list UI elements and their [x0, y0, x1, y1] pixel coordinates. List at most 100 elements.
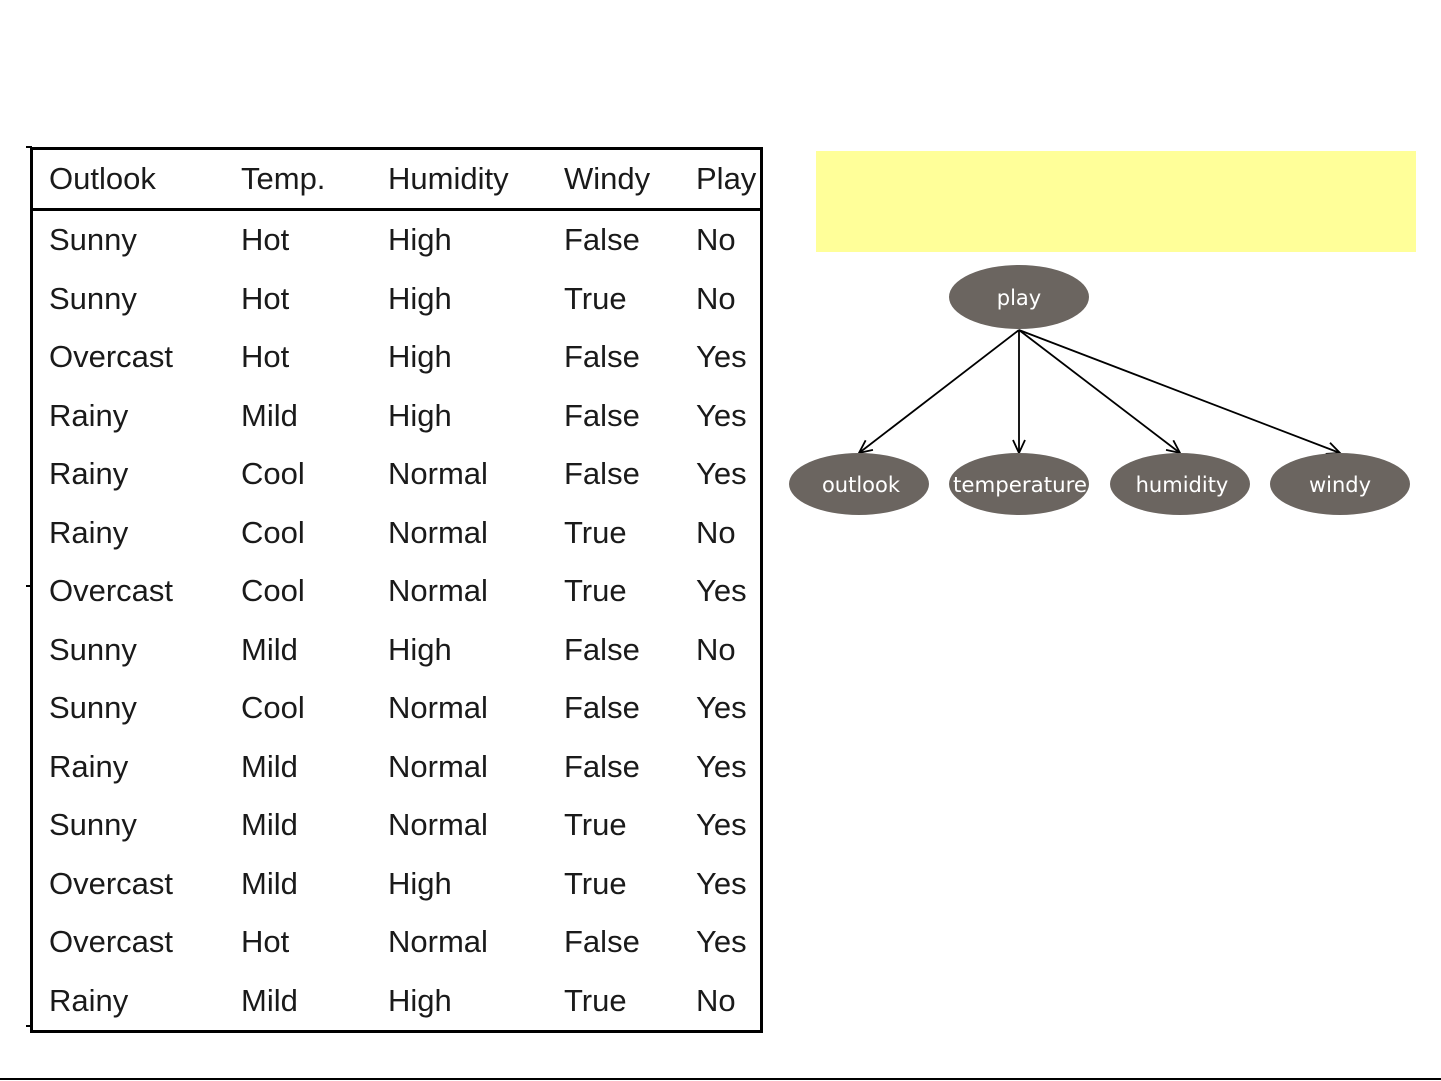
cell-outlook: Overcast [49, 339, 174, 375]
cell-outlook: Overcast [49, 865, 174, 901]
cell-humidity: High [388, 339, 452, 375]
cell-windy: False [564, 456, 640, 492]
cell-play: Yes [696, 573, 747, 609]
node-temperature-shape [949, 453, 1089, 515]
table-row: Sunny Hot High True No [32, 270, 762, 329]
cell-humidity: Normal [388, 748, 488, 784]
cell-humidity: Normal [388, 573, 488, 609]
cell-humidity: Normal [388, 924, 488, 960]
table-row: Overcast Cool Normal True Yes [32, 562, 762, 621]
cell-temp: Mild [241, 397, 298, 433]
node-humidity-shape [1110, 453, 1250, 515]
cell-temp: Cool [241, 690, 305, 726]
table-row: Overcast Hot Normal False Yes [32, 913, 762, 972]
cell-outlook: Overcast [49, 924, 174, 960]
column-header-temp: Temp. [241, 148, 388, 211]
node-outlook: outlook [789, 453, 929, 515]
cell-play: No [696, 222, 736, 258]
node-play-shape [949, 265, 1089, 329]
node-outlook-label: outlook [822, 473, 901, 497]
bottom-divider [0, 1078, 1441, 1080]
cell-play: Yes [696, 397, 747, 433]
cell-humidity: High [388, 397, 452, 433]
cell-windy: False [564, 690, 640, 726]
node-windy-shape [1270, 453, 1410, 515]
cell-play: No [696, 280, 736, 316]
diagram-edges [859, 329, 1340, 453]
highlight-box [816, 151, 1416, 252]
table-row: Rainy Cool Normal False Yes [32, 445, 762, 504]
cell-outlook: Sunny [49, 222, 137, 258]
cell-outlook: Rainy [49, 982, 129, 1018]
node-play: play [949, 265, 1089, 329]
cell-windy: False [564, 339, 640, 375]
cell-temp: Hot [241, 222, 290, 258]
cell-play: No [696, 982, 736, 1018]
cell-temp: Cool [241, 573, 305, 609]
cell-outlook: Rainy [49, 514, 129, 550]
cell-play: Yes [696, 748, 747, 784]
cell-outlook: Rainy [49, 456, 129, 492]
cell-windy: True [564, 807, 627, 843]
cell-outlook: Sunny [49, 631, 137, 667]
cell-humidity: High [388, 222, 452, 258]
cell-humidity: High [388, 280, 452, 316]
cell-humidity: High [388, 865, 452, 901]
cell-play: Yes [696, 339, 747, 375]
cell-outlook: Rainy [49, 397, 129, 433]
cell-temp: Mild [241, 631, 298, 667]
tick-mark [26, 146, 32, 148]
cell-play: Yes [696, 456, 747, 492]
edge-play-windy [1018, 329, 1340, 453]
cell-outlook: Sunny [49, 690, 137, 726]
cell-outlook: Sunny [49, 280, 137, 316]
cell-humidity: Normal [388, 807, 488, 843]
cell-play: Yes [696, 807, 747, 843]
node-windy-label: windy [1309, 473, 1371, 497]
cell-windy: True [564, 514, 627, 550]
cell-windy: True [564, 865, 627, 901]
cell-play: Yes [696, 865, 747, 901]
cell-humidity: High [388, 982, 452, 1018]
cell-temp: Hot [241, 280, 290, 316]
cell-temp: Hot [241, 339, 290, 375]
cell-windy: False [564, 631, 640, 667]
node-temperature: temperature [949, 453, 1089, 515]
node-outlook-shape [789, 453, 929, 515]
cell-windy: False [564, 748, 640, 784]
column-header-play: Play [696, 148, 762, 211]
cell-play: Yes [696, 924, 747, 960]
tick-mark [26, 1025, 32, 1027]
cell-windy: True [564, 573, 627, 609]
node-play-label: play [997, 286, 1041, 310]
table-row: Sunny Hot High False No [32, 210, 762, 270]
column-header-outlook: Outlook [31, 148, 241, 211]
cell-outlook: Rainy [49, 748, 129, 784]
table-row: Sunny Mild Normal True Yes [32, 796, 762, 855]
cell-temp: Hot [241, 924, 290, 960]
cell-temp: Mild [241, 865, 298, 901]
column-header-windy: Windy [564, 148, 696, 211]
cell-windy: True [564, 280, 627, 316]
cell-temp: Mild [241, 807, 298, 843]
cell-humidity: High [388, 631, 452, 667]
cell-windy: False [564, 222, 640, 258]
cell-outlook: Sunny [49, 807, 137, 843]
cell-temp: Cool [241, 456, 305, 492]
cell-temp: Mild [241, 982, 298, 1018]
node-humidity-label: humidity [1136, 473, 1229, 497]
cell-play: No [696, 514, 736, 550]
node-humidity: humidity [1110, 453, 1250, 515]
cell-outlook: Overcast [49, 573, 174, 609]
cell-humidity: Normal [388, 456, 488, 492]
cell-play: Yes [696, 690, 747, 726]
node-windy: windy [1270, 453, 1410, 515]
cell-windy: False [564, 924, 640, 960]
